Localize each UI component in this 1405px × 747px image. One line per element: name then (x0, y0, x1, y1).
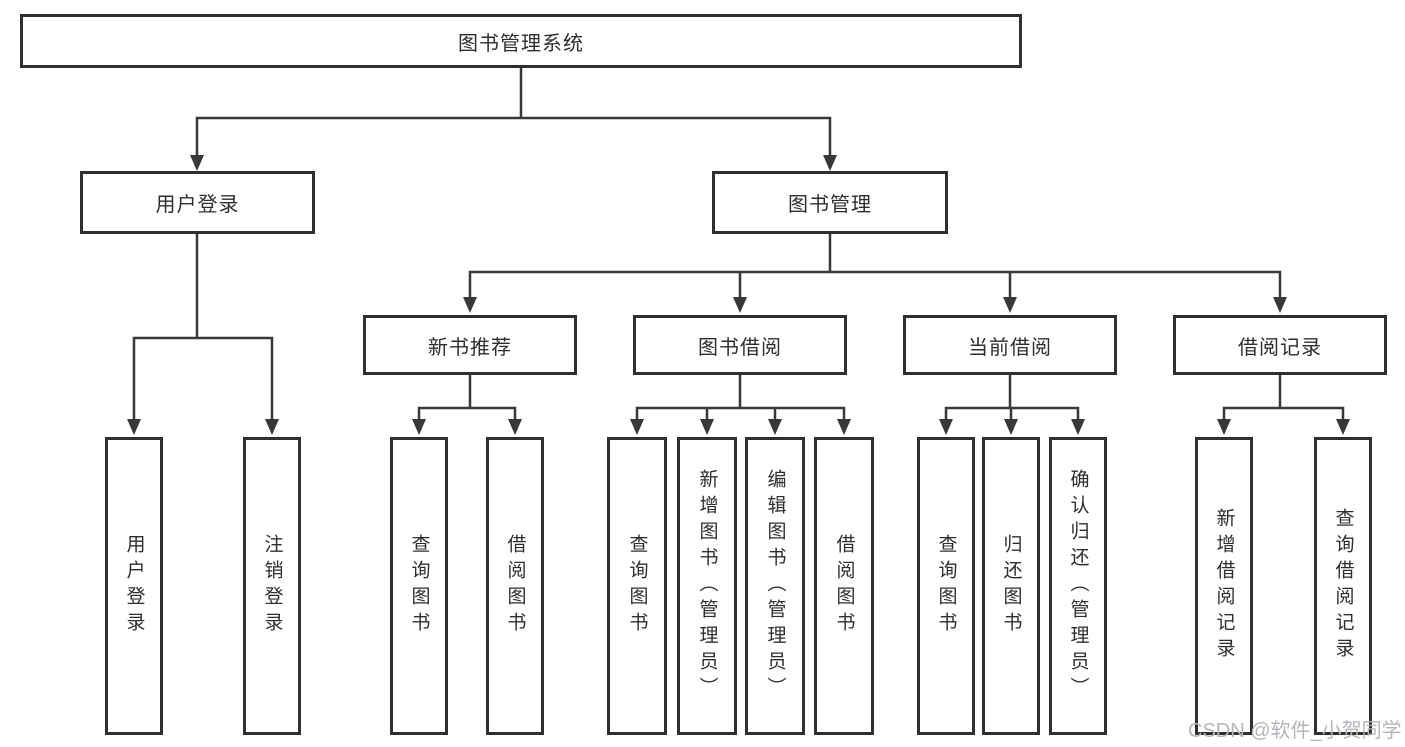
leaf-bb-add-books-admin-label: 新增图书（管理员） (696, 469, 718, 703)
node-book-management: 图书管理 (712, 171, 948, 234)
node-root-system: 图书管理系统 (20, 14, 1022, 68)
leaf-cb-query-books-label: 查询图书 (935, 534, 957, 638)
leaf-bb-add-books-admin: 新增图书（管理员） (677, 437, 737, 735)
leaf-bb-edit-books-admin: 编辑图书（管理员） (745, 437, 805, 735)
csdn-watermark: CSDN @软件_小贺同学 (1188, 720, 1402, 742)
leaf-cb-return-books-label: 归还图书 (1000, 534, 1022, 638)
node-user-login-label: 用户登录 (155, 194, 240, 216)
node-current-borrow: 当前借阅 (903, 315, 1117, 375)
leaf-bb-borrow-books: 借阅图书 (814, 437, 874, 735)
leaf-cb-query-books: 查询图书 (917, 437, 975, 735)
node-new-book-recommend-label: 新书推荐 (428, 336, 512, 359)
node-new-book-recommend: 新书推荐 (363, 315, 577, 375)
leaf-bb-edit-books-admin-label: 编辑图书（管理员） (764, 469, 786, 703)
leaf-logout-label: 注销登录 (261, 534, 283, 638)
leaf-user-login-label: 用户登录 (123, 534, 145, 638)
leaf-logout: 注销登录 (243, 437, 301, 735)
leaf-br-add-record-label: 新增借阅记录 (1213, 508, 1235, 664)
leaf-br-add-record: 新增借阅记录 (1195, 437, 1253, 735)
leaf-nbr-borrow-books-label: 借阅图书 (504, 534, 526, 638)
leaf-br-query-record: 查询借阅记录 (1314, 437, 1372, 735)
node-book-borrow: 图书借阅 (633, 315, 847, 375)
leaf-nbr-borrow-books: 借阅图书 (486, 437, 544, 735)
node-user-login: 用户登录 (80, 171, 315, 234)
arrowheads (127, 155, 1350, 435)
node-borrow-records-label: 借阅记录 (1238, 336, 1322, 359)
leaf-bb-query-books-label: 查询图书 (626, 534, 648, 638)
node-book-borrow-label: 图书借阅 (698, 336, 782, 359)
node-current-borrow-label: 当前借阅 (968, 336, 1052, 359)
leaf-user-login: 用户登录 (105, 437, 163, 735)
leaf-cb-return-books: 归还图书 (982, 437, 1040, 735)
leaf-nbr-query-books: 查询图书 (390, 437, 448, 735)
leaf-bb-query-books: 查询图书 (607, 437, 667, 735)
leaf-nbr-query-books-label: 查询图书 (408, 534, 430, 638)
node-book-management-label: 图书管理 (788, 194, 872, 216)
node-borrow-records: 借阅记录 (1173, 315, 1387, 375)
leaf-br-query-record-label: 查询借阅记录 (1332, 508, 1354, 664)
node-root-label: 图书管理系统 (458, 32, 584, 55)
leaf-cb-confirm-return-admin-label: 确认归还（管理员） (1067, 469, 1089, 703)
leaf-cb-confirm-return-admin: 确认归还（管理员） (1049, 437, 1107, 735)
leaf-bb-borrow-books-label: 借阅图书 (833, 534, 855, 638)
